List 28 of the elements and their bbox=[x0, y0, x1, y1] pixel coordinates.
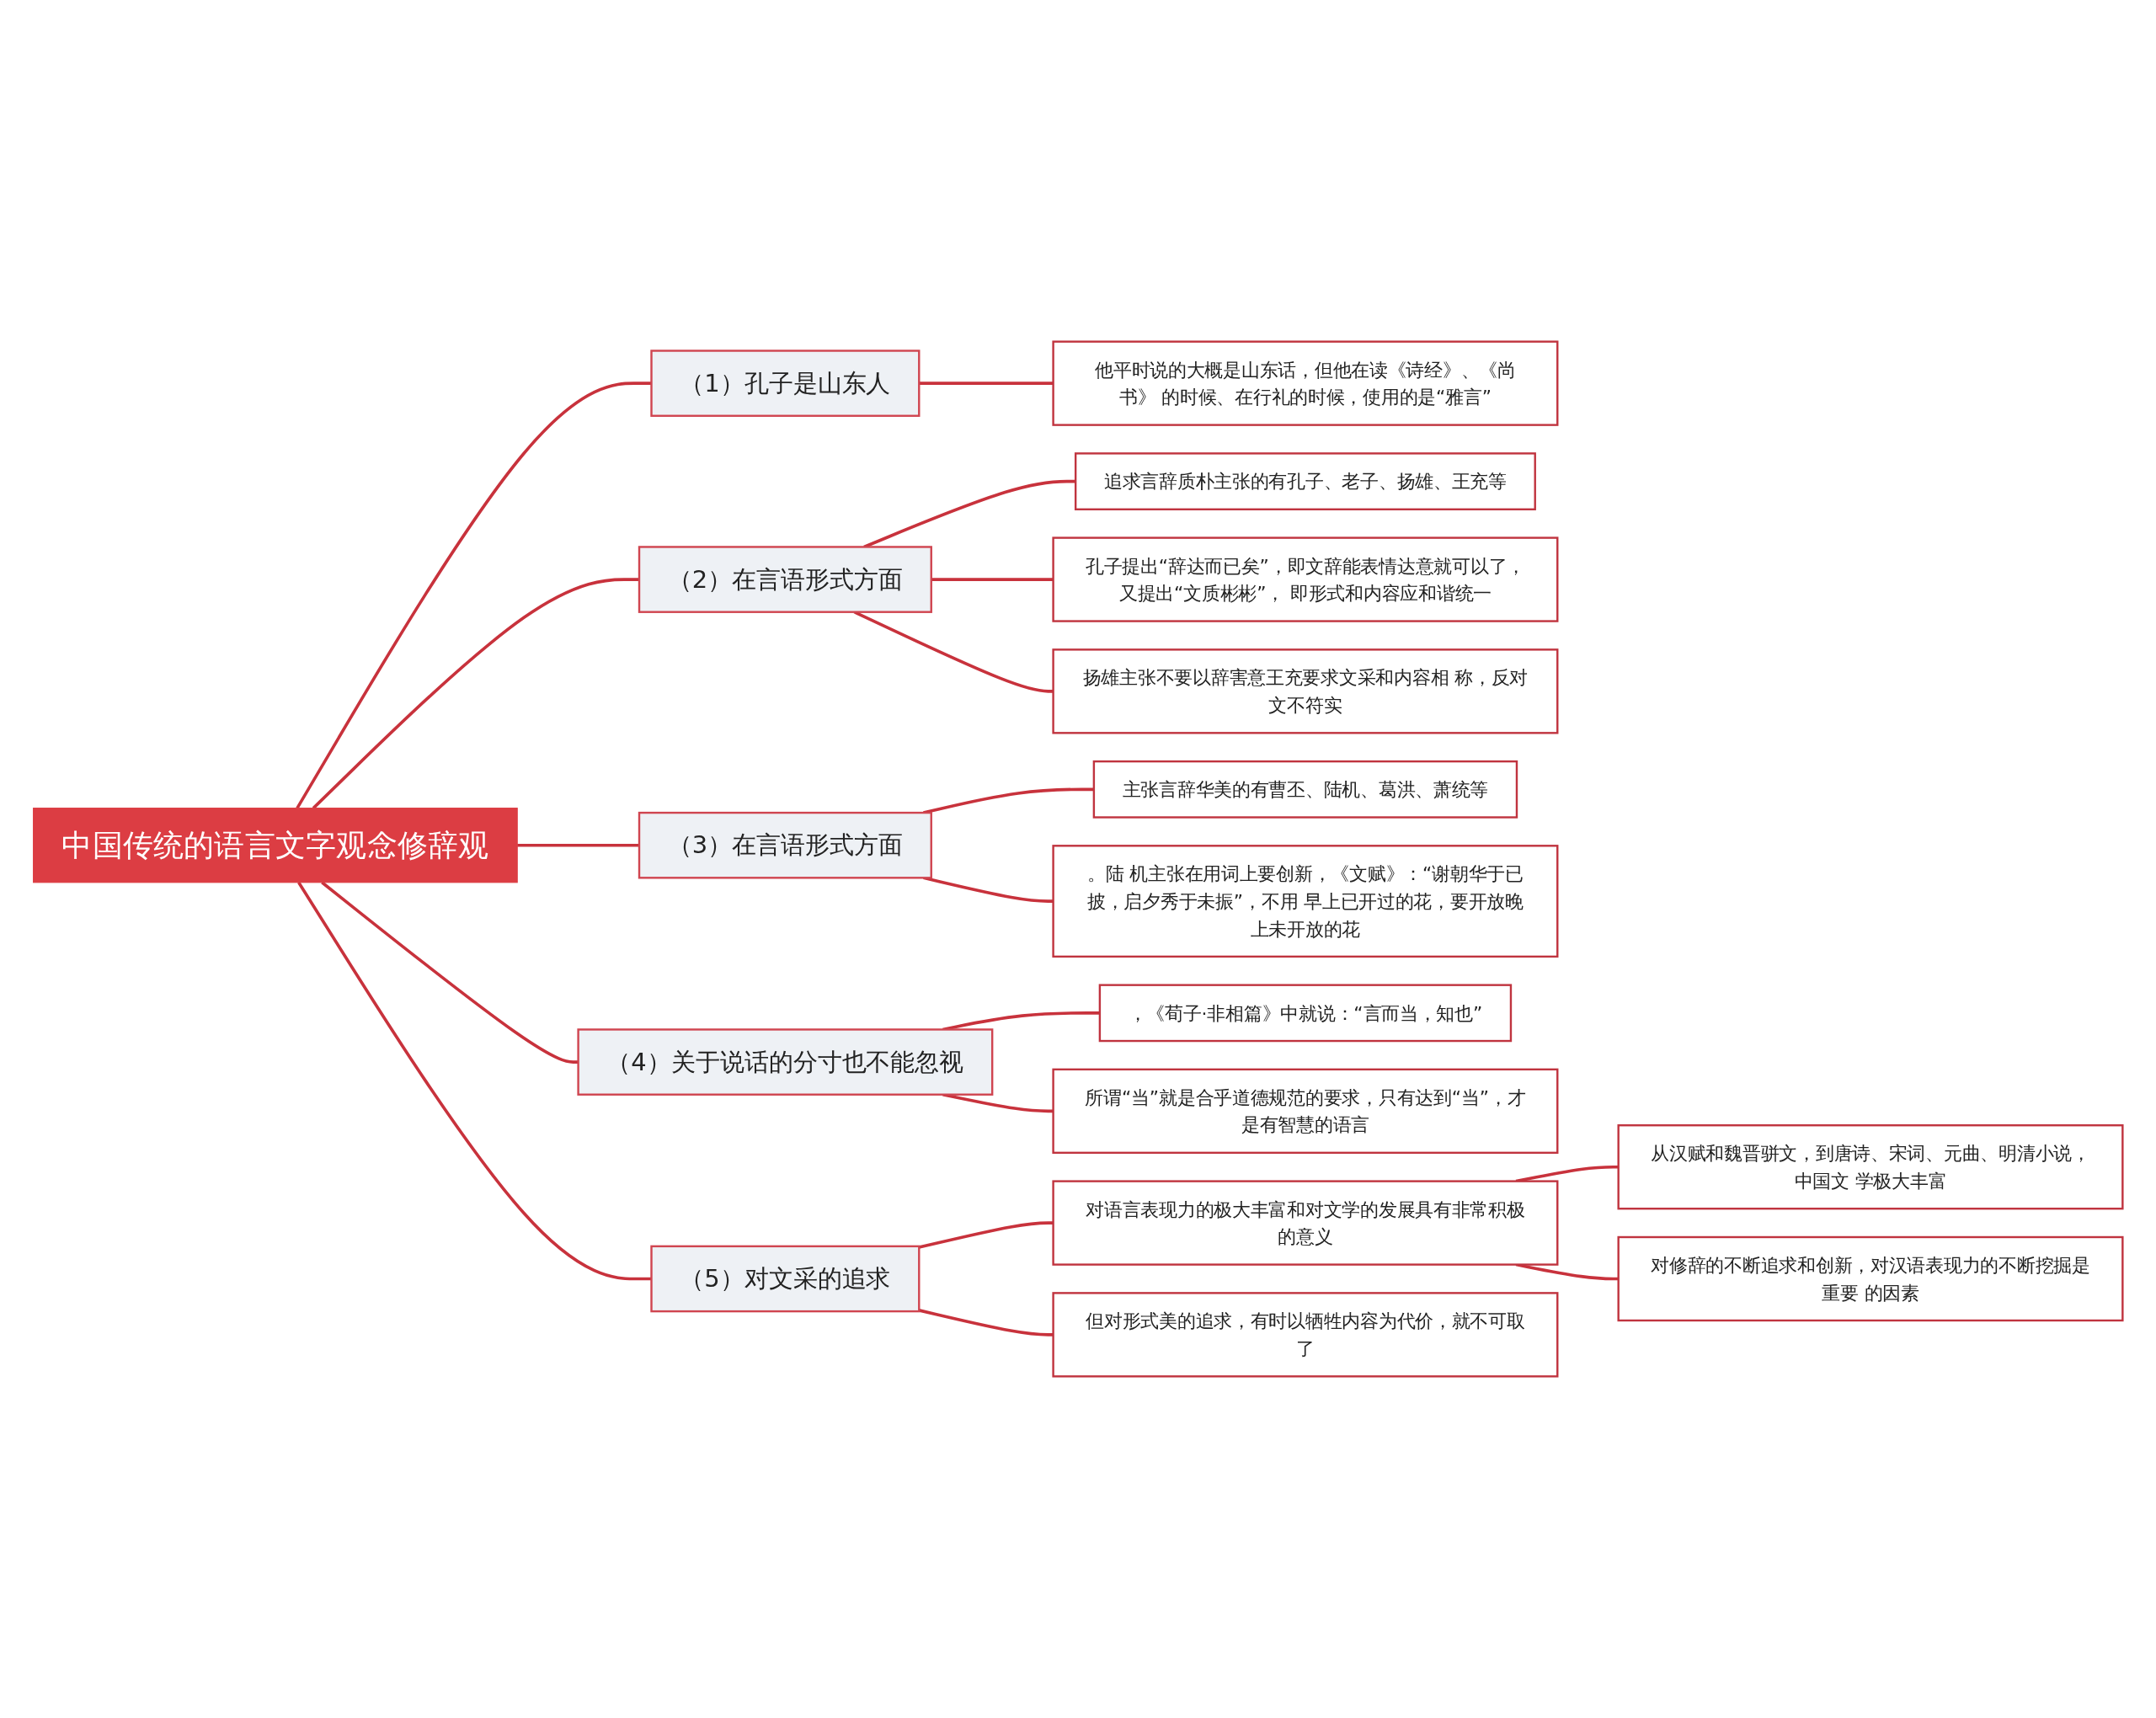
node-box: （1）孔子是山东人 bbox=[650, 349, 921, 417]
node-box: 从汉赋和魏晋骈文，到唐诗、宋词、元曲、明清小说，中国文 学极大丰富 bbox=[1617, 1124, 2124, 1210]
node-box: 对语言表现力的极大丰富和对文学的发展具有非常积极的意义 bbox=[1052, 1180, 1559, 1266]
node-box: 孔子提出“辞达而已矣”，即文辞能表情达意就可以了，又提出“文质彬彬”， 即形式和内容应和谐统一 bbox=[1052, 536, 1559, 622]
connector bbox=[517, 843, 639, 847]
node-box: 扬雄主张不要以辞害意王充要求文采和内容相 称，反对文不符实 bbox=[1052, 648, 1559, 734]
connector bbox=[923, 787, 1094, 814]
node-box: 主张言辞华美的有曹丕、陆机、葛洪、萧统等 bbox=[1092, 760, 1518, 819]
connector bbox=[297, 881, 652, 1281]
node-box: （3）在言语形式方面 bbox=[638, 811, 932, 879]
node-box: 对修辞的不断追求和创新，对汉语表现力的不断挖掘是重要 的因素 bbox=[1617, 1235, 2124, 1322]
connector bbox=[312, 578, 639, 809]
node-box: 但对形式美的追求，有时以牺牲内容为代价，就不可取了 bbox=[1052, 1292, 1559, 1378]
node-box: 他平时说的大概是山东话，但他在读《诗经》、《尚书》 的时候、在行礼的时候，使用的是“雅言” bbox=[1052, 340, 1559, 426]
node-box: 中国传统的语言文字观念修辞观 bbox=[33, 808, 518, 883]
connector bbox=[919, 381, 1054, 385]
connector bbox=[296, 381, 652, 809]
connector bbox=[931, 578, 1054, 581]
connector bbox=[918, 1309, 1054, 1337]
node-box: 追求言辞质朴主张的有孔子、老子、扬雄、王充等 bbox=[1074, 452, 1536, 510]
node-box: ，《荀子·非相篇》中就说：“言而当，知也” bbox=[1098, 984, 1513, 1043]
node-box: （2）在言语形式方面 bbox=[638, 546, 932, 613]
node-box: 所谓“当”就是合乎道德规范的要求，只有达到“当”，才是有智慧的语言 bbox=[1052, 1068, 1559, 1155]
connector bbox=[918, 1221, 1054, 1249]
node-box: （5）对文采的追求 bbox=[650, 1245, 921, 1313]
node-box: 。陆 机主张在用词上要创新，《文赋》：“谢朝华于已披，启夕秀于未振”，不用 早上已开过的花，要开放晚上未开放的花 bbox=[1052, 845, 1559, 958]
node-box: （4）关于说话的分寸也不能忽视 bbox=[577, 1028, 994, 1096]
connector bbox=[321, 881, 579, 1064]
